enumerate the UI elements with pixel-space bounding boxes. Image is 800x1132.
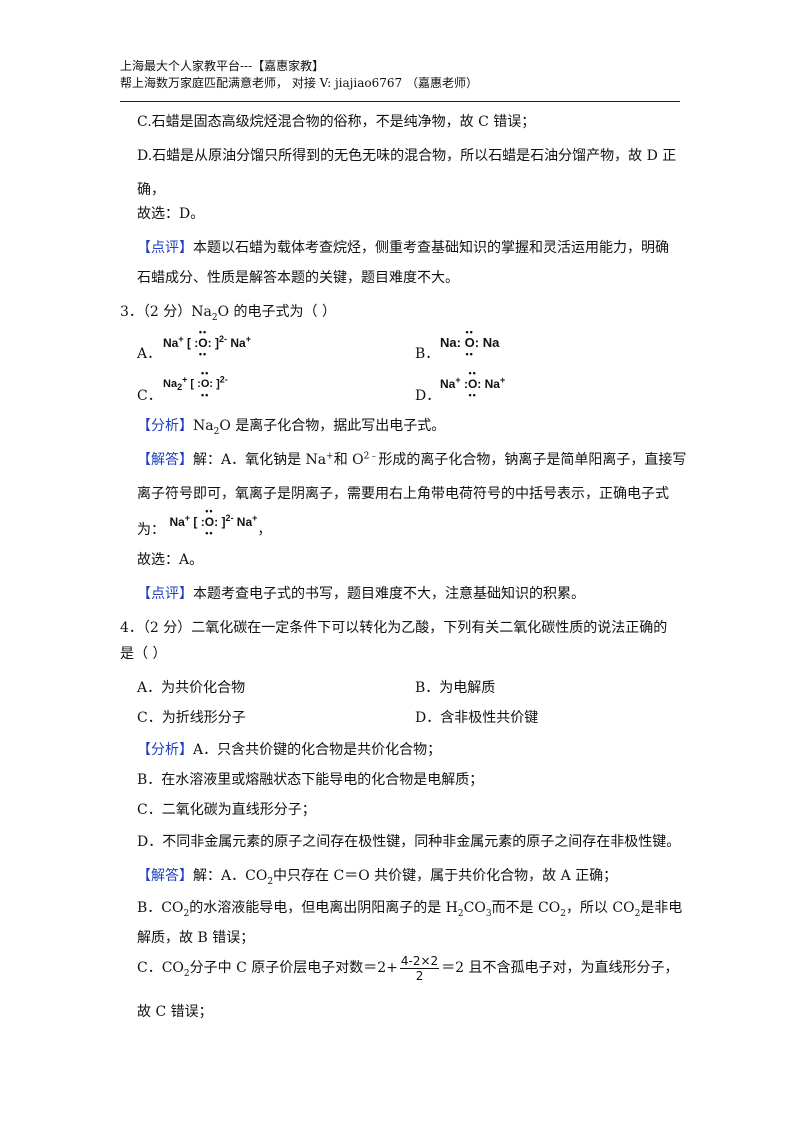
- q4-answer-c-2: 故 C 错误；: [137, 1004, 213, 1020]
- q4-analysis-a: 【分析】A．只含共价键的化合物是共价化合物；: [137, 742, 442, 758]
- page-header: 上海最大个人家教平台---【嘉惠家教】 帮上海数万家庭匹配满意老师， 对接 V:…: [120, 58, 478, 92]
- q3-answer-3: 为： Na+ [ ••:O:•• ]2- Na+ ，: [137, 506, 272, 539]
- q2-comment-1: 【点评】本题以石蜡为载体考查烷烃，侧重考查基础知识的掌握和灵活运用能力，明确: [137, 240, 669, 256]
- q4-analysis-c: C．二氧化碳为直线形分子；: [137, 802, 316, 818]
- q3-option-b-structure: Na: ••O••: Na: [440, 327, 500, 359]
- q3-option-c-label: C．: [137, 388, 162, 404]
- q4-option-c: C．为折线形分子: [137, 710, 246, 726]
- q4-stem-2: 是（ ）: [120, 646, 167, 662]
- q4-analysis-d: D．不同非金属元素的原子之间存在极性键，同种非金属元素的原子之间存在非极性键。: [137, 834, 681, 850]
- q3-option-b-label: B．: [415, 346, 440, 362]
- q3-comment: 【点评】本题考查电子式的书写，题目难度不大，注意基础知识的积累。: [137, 586, 585, 602]
- q3-option-d-structure: Na+ ••:O:•• Na+: [440, 368, 506, 400]
- header-divider: [120, 101, 680, 102]
- q2-option-c-explain: C.石蜡是固态高级烷烃混合物的俗称，不是纯净物，故 C 错误；: [137, 114, 536, 130]
- q3-option-a-structure: Na+ [ ••:O:•• ]2- Na+: [163, 327, 251, 359]
- q4-answer-b-1: B．CO2的水溶液能导电，但电离出阴阳离子的是 H2CO3而不是 CO2，所以 …: [137, 900, 683, 919]
- comment-tag: 【点评】: [137, 240, 193, 256]
- q2-comment-2: 石蜡成分、性质是解答本题的关键，题目难度不大。: [137, 270, 459, 286]
- q3-answer-2: 离子符号即可，氧离子是阴离子，需要用右上角带电荷符号的中括号表示，正确电子式: [137, 486, 669, 502]
- q3-choose: 故选：A。: [137, 552, 204, 568]
- q4-answer-a: 【解答】解：A．CO2中只存在 C＝O 共价键，属于共价化合物，故 A 正确；: [137, 868, 618, 887]
- q4-analysis-b: B．在水溶液里或熔融状态下能导电的化合物是电解质；: [137, 772, 484, 788]
- q2-answer: 故选：D。: [137, 206, 205, 222]
- q2-option-d-explain-1: D.石蜡是从原油分馏只所得到的无色无味的混合物，所以石蜡是石油分馏产物，故 D …: [137, 148, 677, 164]
- q4-answer-b-2: 解质，故 B 错误；: [137, 930, 255, 946]
- q3-analysis: 【分析】Na2O 是离子化合物，据此写出电子式。: [137, 418, 446, 437]
- q4-option-b: B．为电解质: [415, 680, 496, 696]
- q3-option-a-label: A．: [137, 346, 162, 362]
- q4-stem-1: 4．（2 分）二氧化碳在一定条件下可以转化为乙酸，下列有关二氧化碳性质的说法正确…: [120, 620, 668, 636]
- q4-option-a: A．为共价化合物: [137, 680, 246, 696]
- header-line-2: 帮上海数万家庭匹配满意老师， 对接 V: jiajiao6767 （嘉惠老师）: [120, 76, 478, 90]
- header-line-1: 上海最大个人家教平台---【嘉惠家教】: [120, 59, 325, 73]
- q3-stem: 3．（2 分）Na2O 的电子式为（ ）: [120, 304, 336, 323]
- q3-answer-1: 【解答】解：A．氧化钠是 Na+和 O2﹣形成的离子化合物，钠离子是简单阳离子，…: [137, 451, 687, 468]
- q3-option-d-label: D．: [415, 388, 441, 404]
- q3-answer-structure: Na+ [ ••:O:•• ]2- Na+: [169, 506, 258, 538]
- q2-option-d-explain-2: 确，: [137, 182, 165, 198]
- q4-option-d: D．含非极性共价键: [415, 710, 539, 726]
- q3-option-c-structure: Na2+ [ ••:O:•• ]2-: [163, 368, 228, 400]
